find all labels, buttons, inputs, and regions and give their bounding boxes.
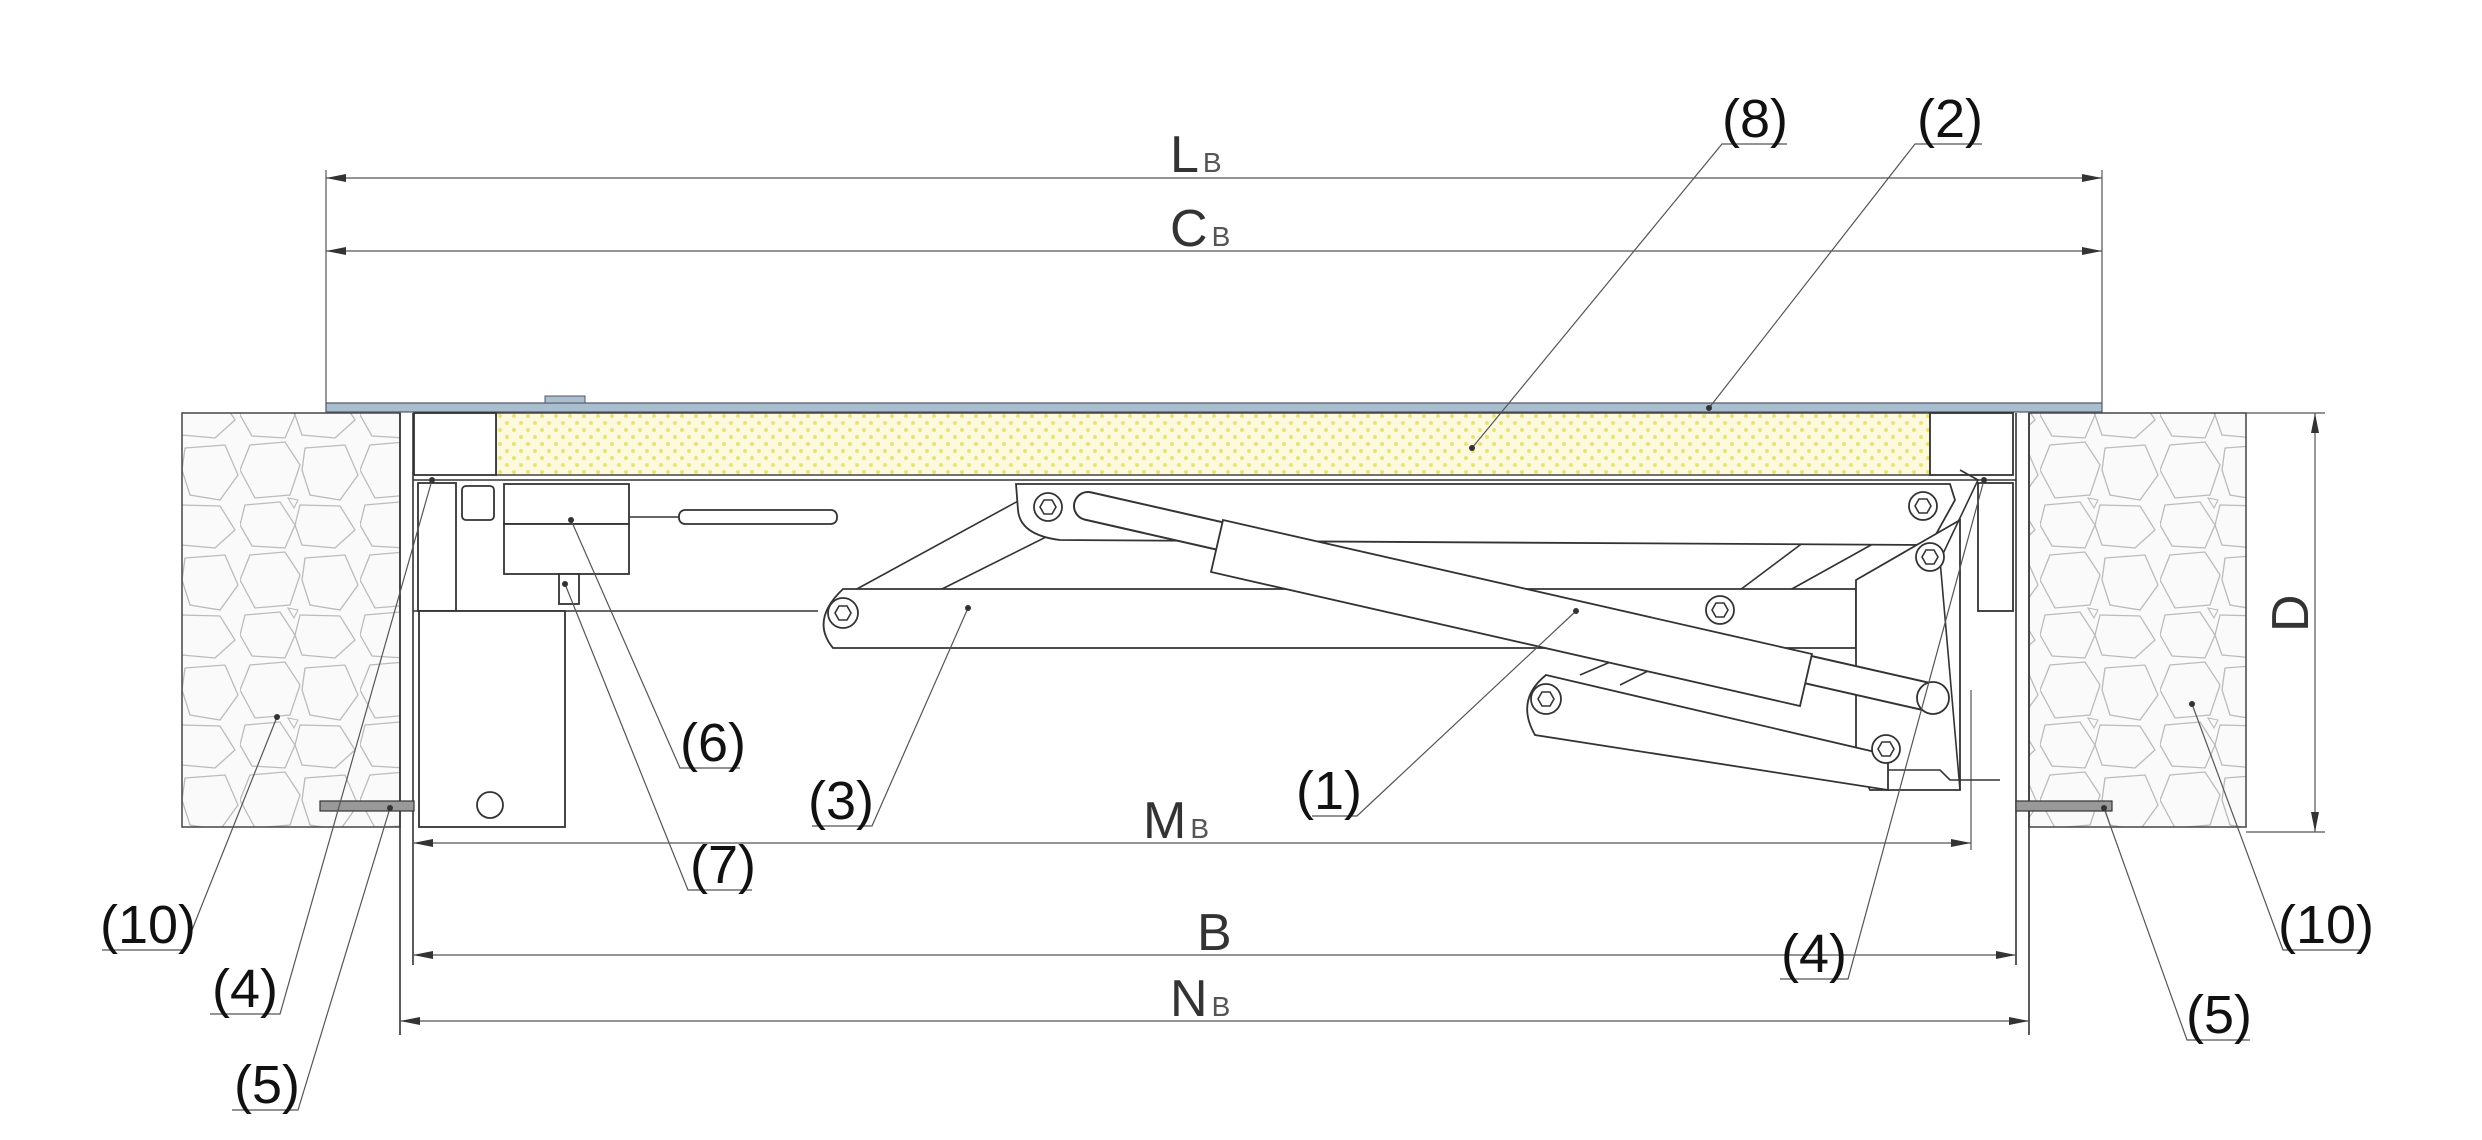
callout-5-left: (5) (234, 1055, 300, 1115)
anchor-bolt-left (319, 800, 415, 812)
callout-4-left: (4) (212, 959, 278, 1019)
post-left (417, 482, 457, 612)
control-unit-top (503, 483, 630, 525)
dim-label-d: D (2262, 594, 2320, 632)
lower-arm (1526, 674, 1889, 792)
callout-4-right: (4) (1781, 924, 1847, 984)
hydraulic-cylinder (1073, 491, 1950, 715)
post-right (1977, 482, 2014, 612)
right-bracket (1855, 518, 1961, 791)
control-rod (678, 509, 838, 525)
bolt-icon (1033, 492, 1063, 522)
bolt-icon (1915, 542, 1945, 572)
callout-10-left: (10) (100, 895, 196, 955)
callout-1: (1) (1296, 761, 1362, 821)
concrete-right (2028, 412, 2247, 828)
bolts (827, 491, 1945, 764)
callout-3: (3) (808, 771, 874, 831)
dimension-lines (325, 170, 2325, 1025)
bolt-icon (827, 597, 859, 629)
bolt-icon (1908, 491, 1938, 521)
deck-insulation (495, 412, 1931, 476)
callout-leaders (102, 143, 2360, 1111)
anchor-bolt-right (2015, 800, 2113, 812)
callout-dots (274, 405, 2195, 811)
sensor-box (461, 485, 495, 521)
pit-walls (399, 413, 2030, 1035)
deck-box-left (413, 412, 497, 476)
deck-box-right (1929, 412, 2014, 476)
callout-8: (8) (1722, 89, 1788, 149)
deck-plate (325, 395, 2103, 413)
callout-2: (2) (1917, 89, 1983, 149)
bolt-icon (1705, 595, 1735, 625)
bolt-icon (1871, 734, 1901, 764)
control-pin (558, 573, 580, 605)
dim-label-b: B (1197, 904, 1232, 962)
bolt-icon (1530, 683, 1562, 715)
callout-10-right: (10) (2278, 895, 2374, 955)
concrete-left (181, 412, 401, 828)
bracket-block (418, 610, 566, 828)
callout-6: (6) (680, 713, 746, 773)
callout-5-right: (5) (2186, 985, 2252, 1045)
callout-7: (7) (690, 835, 756, 895)
bracket-hole (476, 791, 504, 819)
control-unit (503, 523, 630, 575)
